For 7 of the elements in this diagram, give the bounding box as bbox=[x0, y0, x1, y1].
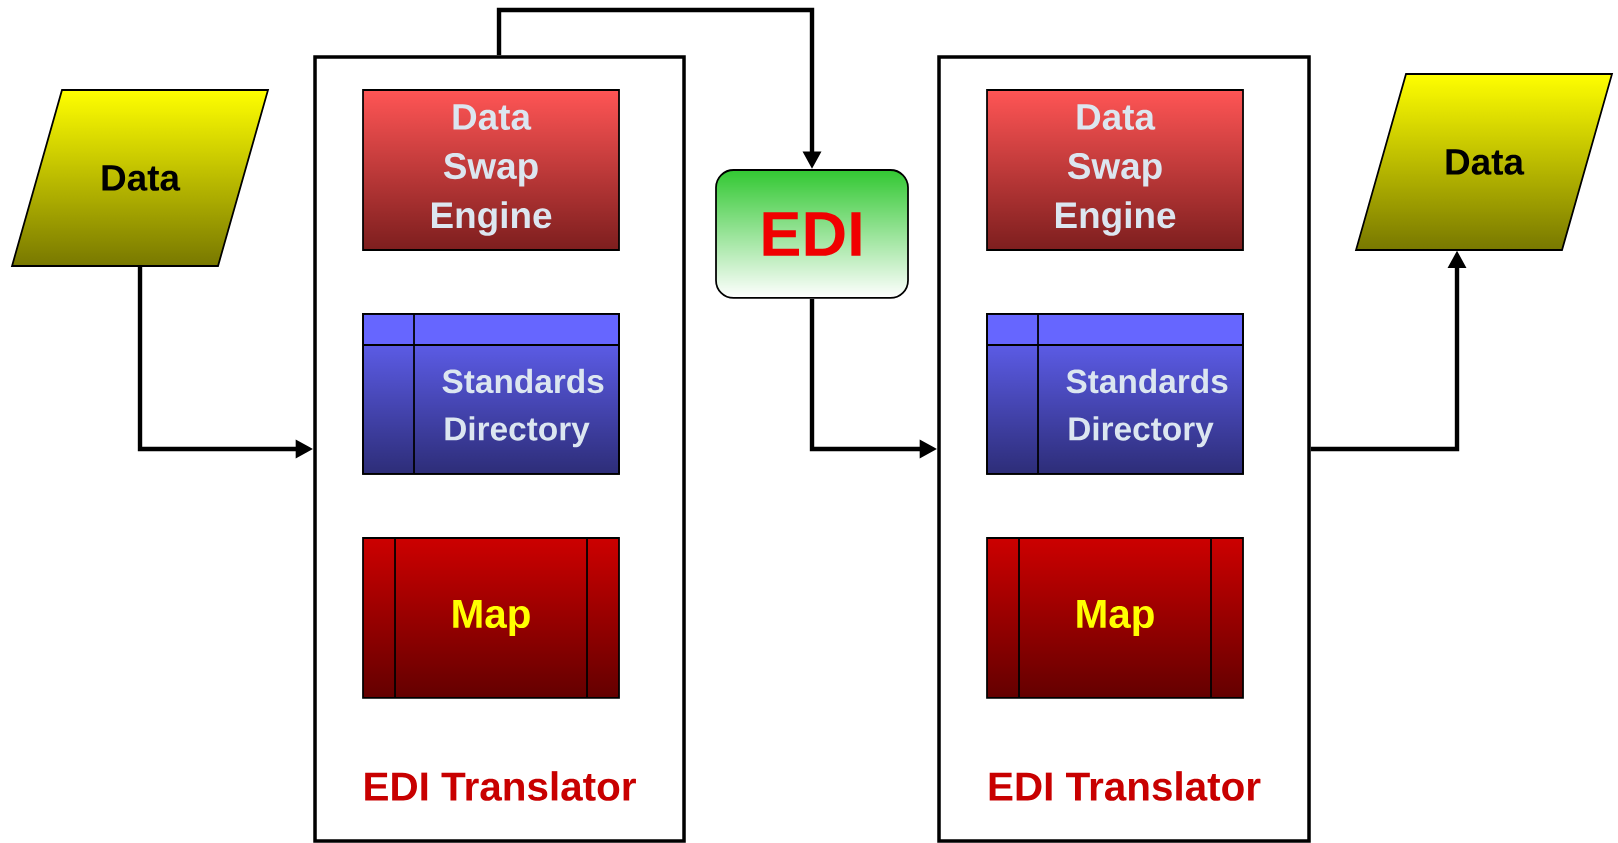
engine-box: Data Swap Engine bbox=[986, 89, 1244, 251]
edi-box: EDI bbox=[715, 169, 909, 299]
directory-box: Standards Directory bbox=[362, 313, 620, 475]
map-box: Map bbox=[986, 537, 1244, 699]
engine-box: Data Swap Engine bbox=[362, 89, 620, 251]
directory-box: Standards Directory bbox=[986, 313, 1244, 475]
map-box: Map bbox=[362, 537, 620, 699]
